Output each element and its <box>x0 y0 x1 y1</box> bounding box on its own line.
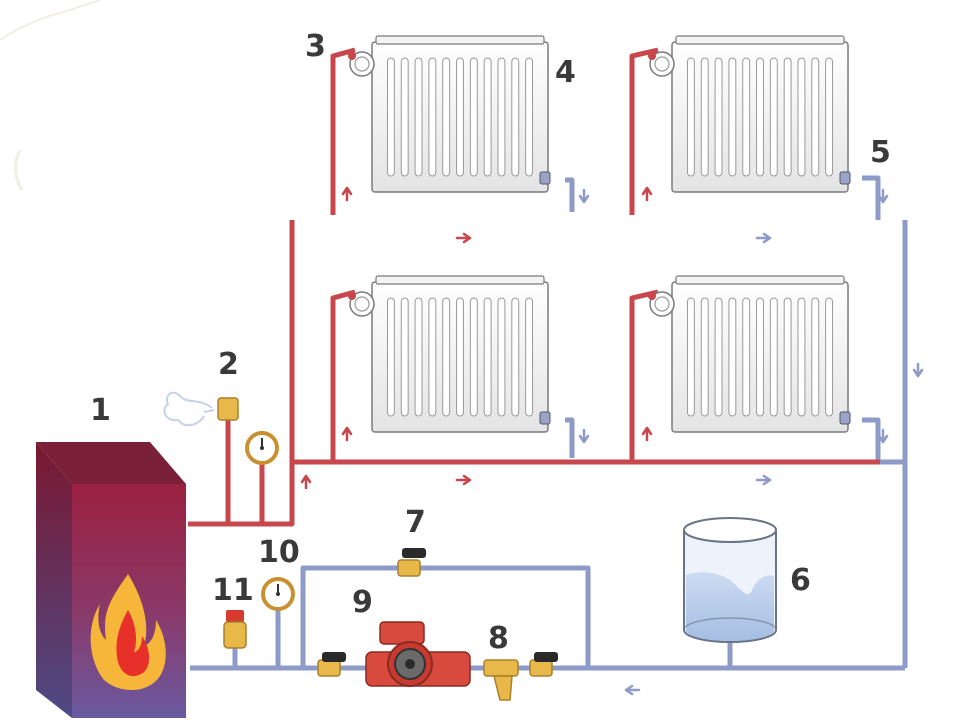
label-pressure-gauge: 10 <box>258 535 300 570</box>
flow-arrows <box>300 186 924 696</box>
label-pump: 9 <box>352 585 373 620</box>
boiler <box>36 442 186 718</box>
thermostatic-valve <box>348 291 375 317</box>
label-safety-valve: 11 <box>212 573 254 608</box>
arrow-right-icon <box>455 232 472 244</box>
arrow-left-icon <box>624 684 641 696</box>
pressure-gauge-supply <box>245 431 279 465</box>
arrow-down-icon <box>877 428 889 444</box>
arrow-up-icon <box>341 186 353 202</box>
arrow-up-icon <box>300 474 312 490</box>
arrow-up-icon <box>341 426 353 442</box>
return-shutoff-valve <box>839 411 851 425</box>
thermostatic-valve <box>348 51 375 77</box>
thermostatic-valve <box>648 51 675 77</box>
thermostatic-valve <box>648 291 675 317</box>
filter <box>483 659 519 701</box>
return-shutoff-valve <box>539 171 551 185</box>
arrow-down-icon <box>912 362 924 378</box>
radiator-bottom-left <box>348 275 551 433</box>
arrow-down-icon <box>578 428 590 444</box>
arrow-down-icon <box>578 188 590 204</box>
radiator-bottom-right <box>648 275 851 433</box>
label-expansion-tank: 6 <box>790 563 811 598</box>
label-radiator: 4 <box>555 55 576 90</box>
arrow-down-icon <box>877 188 889 204</box>
supply-pipes <box>188 47 880 527</box>
return-shutoff-valve <box>839 171 851 185</box>
radiator-top-left <box>348 35 551 193</box>
return-pipes <box>190 175 908 671</box>
label-filter: 8 <box>488 621 509 656</box>
arrow-up-icon <box>641 426 653 442</box>
ball-valve-right <box>529 652 558 677</box>
label-air-vent: 2 <box>218 347 239 382</box>
label-boiler: 1 <box>90 393 111 428</box>
arrow-up-icon <box>641 186 653 202</box>
safety-valve <box>223 610 247 649</box>
circulation-pump <box>365 621 471 687</box>
flame-icon <box>90 574 166 691</box>
ball-valve-left <box>317 652 346 677</box>
pressure-gauge-return <box>261 577 295 611</box>
arrow-right-icon <box>455 474 472 486</box>
arrow-right-icon <box>755 474 772 486</box>
bypass-valve <box>397 548 426 577</box>
label-return-valve: 5 <box>870 135 891 170</box>
radiator-top-right <box>648 35 851 193</box>
air-vent <box>163 391 239 427</box>
corner-decoration <box>0 0 101 191</box>
label-bypass-valve: 7 <box>405 505 426 540</box>
expansion-tank <box>683 517 777 643</box>
arrow-right-icon <box>755 232 772 244</box>
label-radiator-valve: 3 <box>305 29 326 64</box>
steam-icon <box>163 391 215 427</box>
return-shutoff-valve <box>539 411 551 425</box>
